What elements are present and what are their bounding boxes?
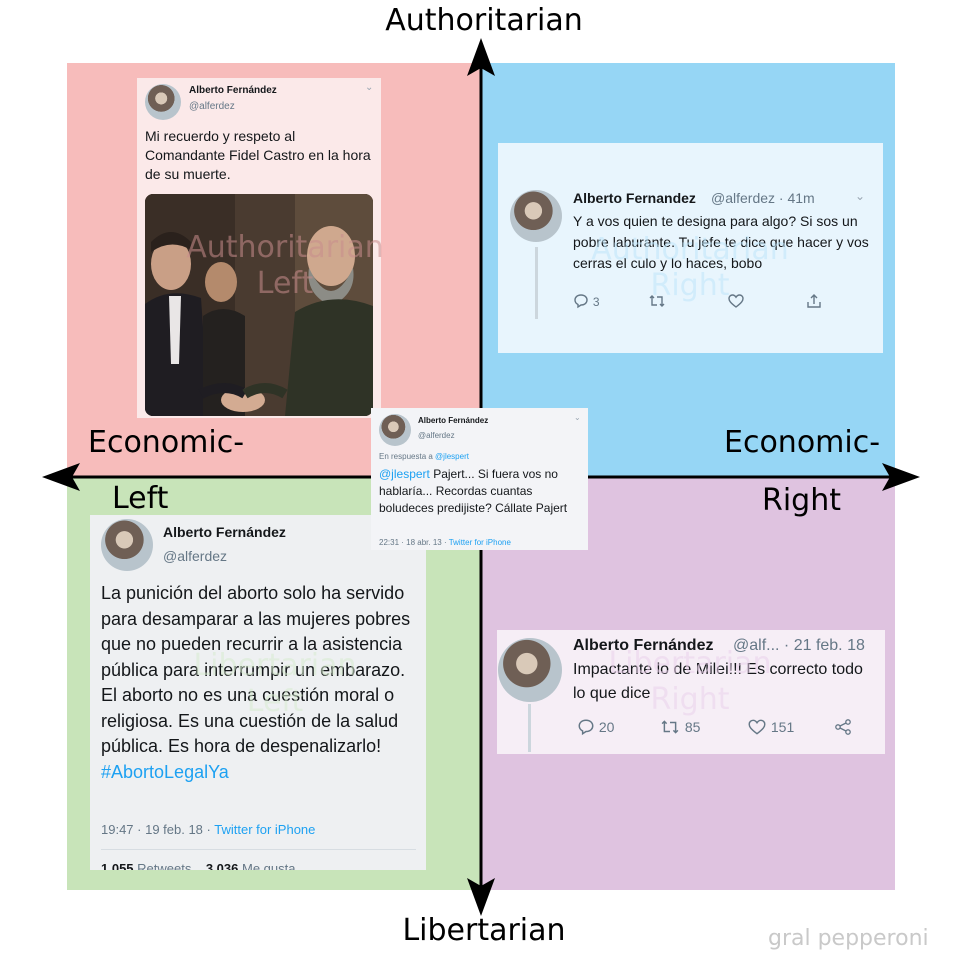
share-button[interactable] [805,293,823,312]
axis-label-authoritarian: Authoritarian [385,3,583,38]
retweet-count: 85 [684,719,701,735]
reply-count: 20 [598,719,615,735]
tweet-actions: 3 [573,293,833,315]
tweet-text: Impactante lo de Milei!!! Es correcto to… [573,661,863,702]
avatar [379,414,411,446]
retweet-icon [661,720,679,734]
axis-label-economic-left-line2: Left [112,481,169,516]
reply-button[interactable]: 20 [577,718,614,736]
tweet-photo [145,194,373,416]
avatar [145,84,181,120]
tweet-time: 19:47 · 19 feb. 18 · [101,822,215,837]
hashtag-link[interactable]: #AbortoLegalYa [101,761,229,782]
chevron-down-icon[interactable]: ⌄ [365,82,374,93]
tweet-timestamp: 19:47 · 19 feb. 18 · Twitter for iPhone [101,822,315,837]
mention-link[interactable]: @jlespert [379,467,430,481]
like-label: Me gusta [242,861,296,870]
share-icon [835,719,851,735]
retweet-button[interactable] [648,293,666,312]
reply-icon [574,294,588,309]
retweet-icon [649,295,665,307]
tweet-author-name: Alberto Fernández [163,524,286,540]
tweet-timestamp: 22:31 · 18 abr. 13 · Twitter for iPhone [379,538,511,547]
retweet-label: Retweets [137,861,192,870]
reply-to-link[interactable]: @jlespert [435,452,469,461]
tweet-stats: 1.055 Retweets 3.036 Me gusta [101,861,295,870]
share-button[interactable] [833,718,853,736]
tweet-author-handle: @alferdez · 41m [711,190,815,206]
like-count: 3.036 [205,861,239,870]
tweet-author-name: Alberto Fernandez [573,190,696,206]
reply-button[interactable]: 3 [573,293,600,309]
like-count: 151 [770,719,795,735]
like-button[interactable] [727,293,745,312]
tweet-text: @jlespert Pajert... Si fuera vos no habl… [379,466,579,517]
tweet-author-name: Alberto Fernández [418,416,489,425]
tweet-author-handle: @alf... · 21 feb. 18 [733,637,865,654]
axis-label-libertarian: Libertarian [402,913,566,948]
tweet-source-link[interactable]: Twitter for iPhone [448,538,511,547]
author-signature: gral pepperoni [768,926,929,951]
thread-line [528,704,531,752]
tweet-author-handle: @alferdez [163,548,228,564]
reply-prefix: En respuesta a [379,452,436,461]
divider [101,849,416,850]
axis-label-economic-left-line1: Economic- [88,425,245,460]
reply-icon [578,719,594,736]
tweet-card-auth-right: Alberto Fernandez @alferdez · 41m ⌄ Y a … [498,143,883,353]
photo-handshake-illustration [145,194,373,416]
axis-label-economic-right-line1: Economic- [724,425,881,460]
tweet-text: Y a vos quien te designa para algo? Si s… [573,213,869,271]
like-button[interactable]: 151 [747,718,794,736]
tweet-author-handle: @alferdez [189,101,235,112]
axis-label-economic-right-line2: Right [762,483,841,518]
tweet-author-handle: @alferdez [418,431,455,440]
tweet-card-auth-left: Alberto Fernández @alferdez ⌄ Mi recuerd… [137,78,381,418]
tweet-time: 22:31 · 18 abr. 13 · [379,538,449,547]
tweet-card-center: Alberto Fernández @alferdez ⌄ En respues… [371,408,588,550]
avatar [101,519,153,571]
chevron-down-icon[interactable]: ⌄ [574,413,581,422]
heart-icon [728,294,744,308]
chevron-down-icon[interactable]: ⌄ [855,189,866,203]
reply-context: En respuesta a @jlespert [379,452,469,461]
tweet-author-name: Alberto Fernández [189,85,277,96]
tweet-card-lib-right: Alberto Fernández @alf... · 21 feb. 18 I… [497,630,885,754]
reply-count: 3 [592,295,600,309]
tweet-text-body: La punición del aborto solo ha servido p… [101,583,411,757]
tweet-text: Mi recuerdo y respeto al Comandante Fide… [145,128,371,182]
tweet-text-body: Pajert... Si fuera vos no hablaría... Re… [379,467,568,516]
tweet-author-name: Alberto Fernández [573,637,714,654]
tweet-actions: 20 85 151 [577,718,877,740]
retweet-count: 1.055 [101,861,134,870]
heart-icon [748,719,766,735]
retweet-button[interactable]: 85 [659,718,700,736]
tweet-source-link[interactable]: Twitter for iPhone [214,822,316,837]
tweet-text: La punición del aborto solo ha servido p… [101,581,421,785]
share-icon [807,294,821,308]
avatar [510,190,562,242]
tweet-card-lib-left: Alberto Fernández @alferdez La punición … [90,515,426,870]
thread-line [535,247,538,319]
avatar [498,638,562,702]
